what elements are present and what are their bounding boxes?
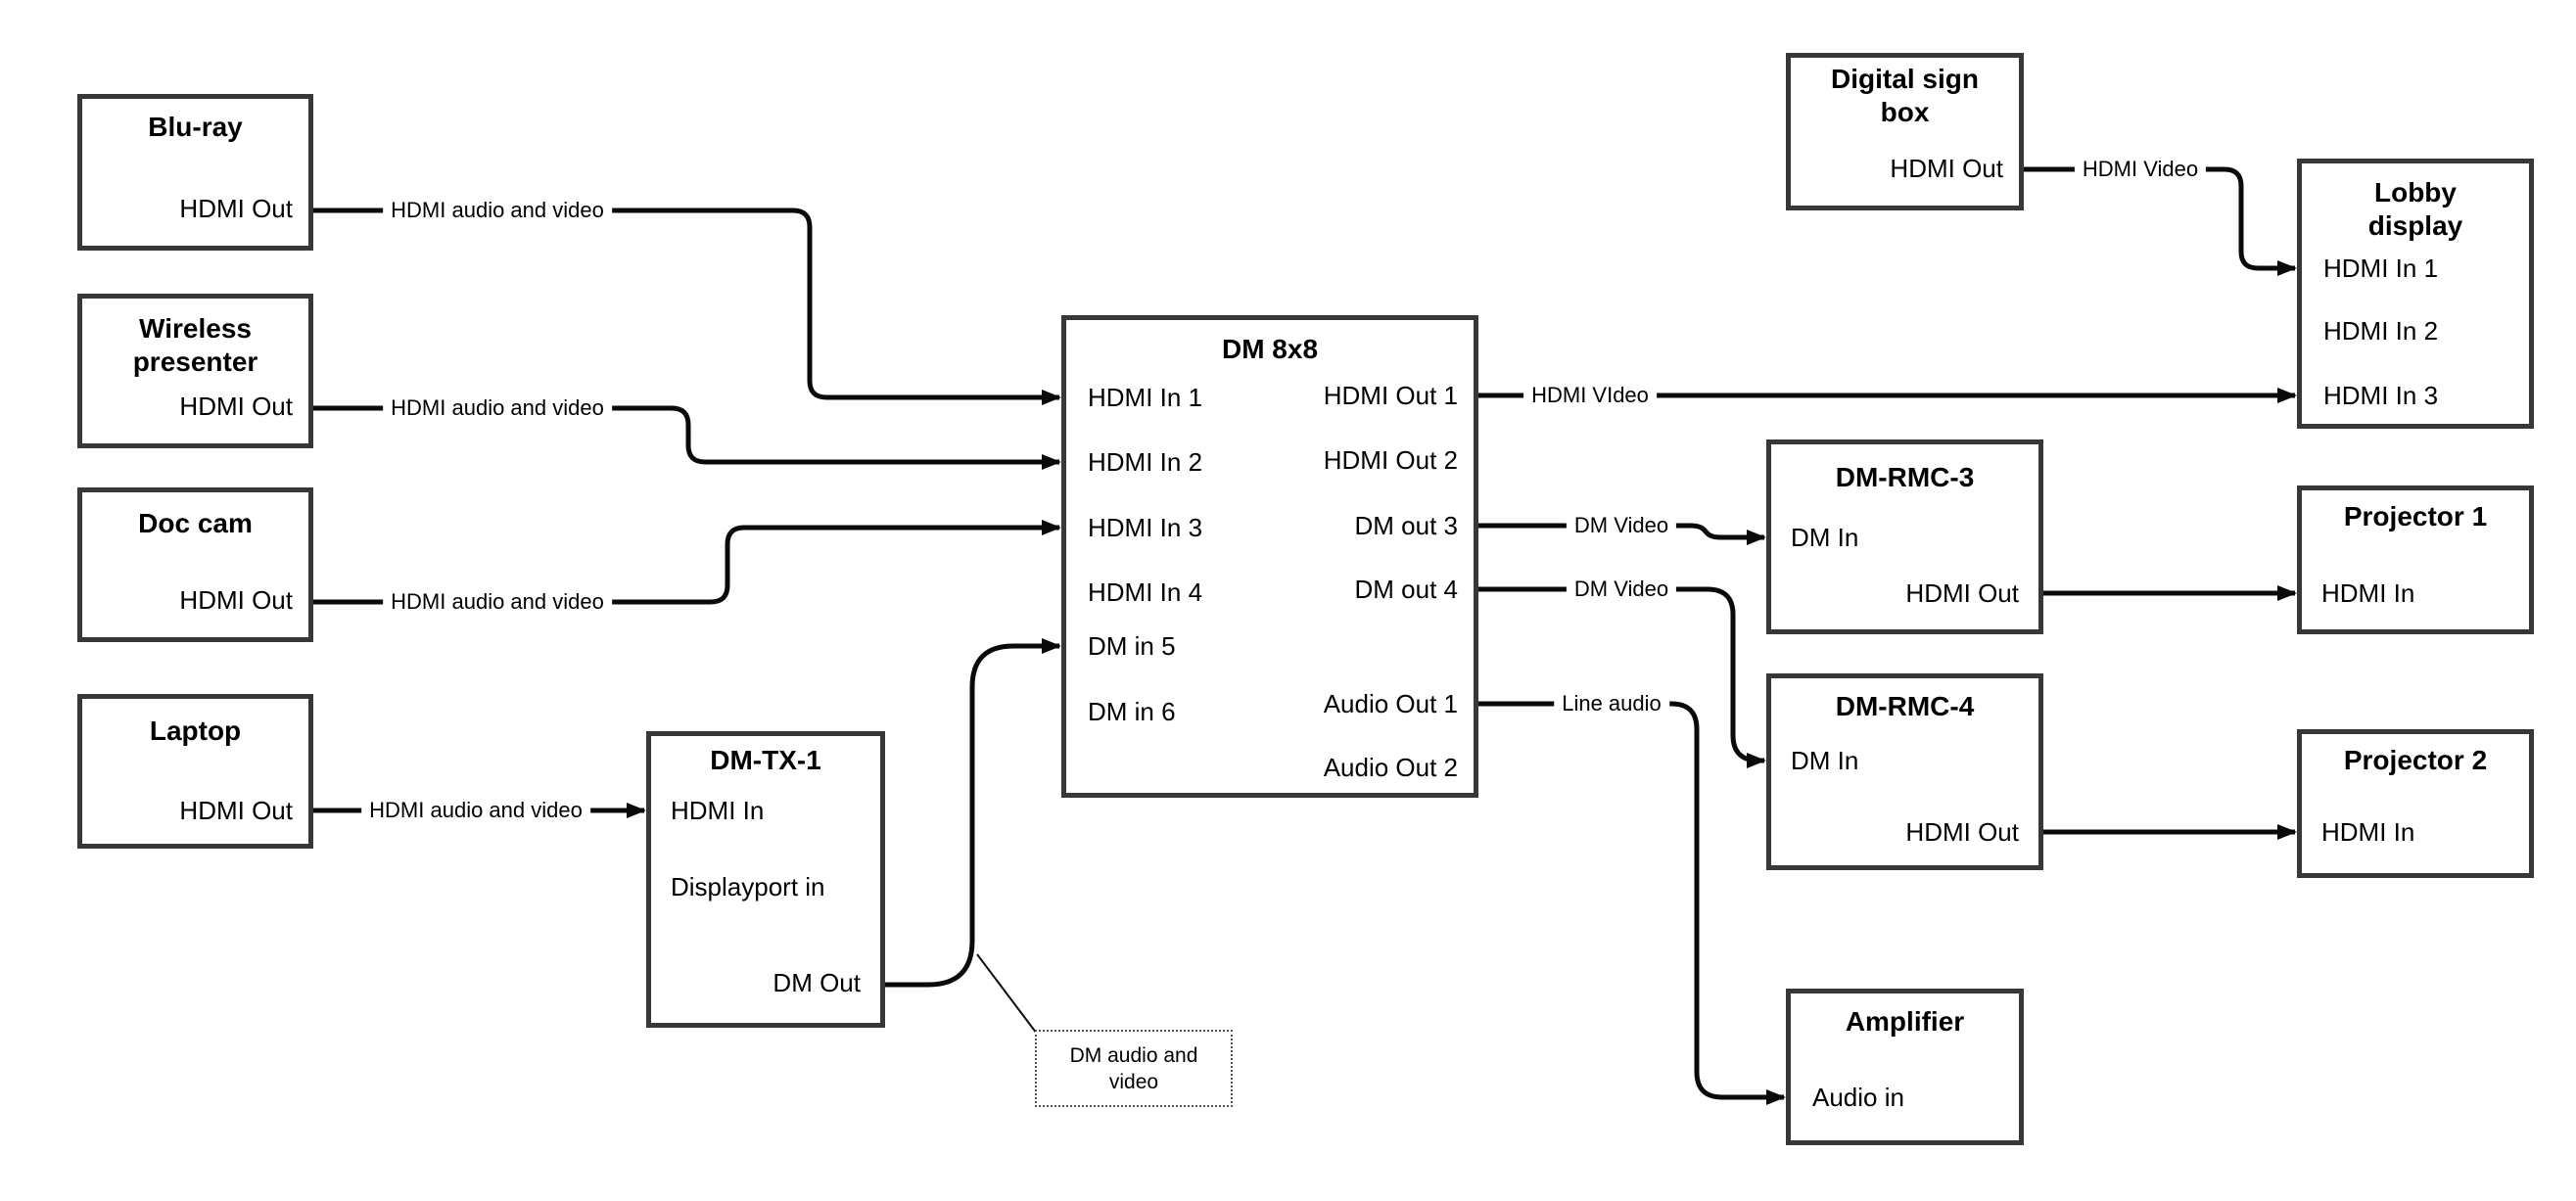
wire-label-laptop: HDMI audio and video — [361, 798, 590, 823]
node-title: presenter — [132, 346, 258, 377]
port-hdmi-out: HDMI Out — [179, 392, 293, 421]
node-title: Laptop — [149, 716, 242, 746]
node-title: DM-RMC-4 — [1835, 691, 1975, 721]
port-hdmi-out: HDMI Out — [1905, 578, 2019, 608]
port-hdmi-out-2: HDMI Out 2 — [1323, 445, 1458, 475]
port-hdmi-in-3: HDMI In 3 — [1088, 513, 1203, 542]
port-hdmi-out: HDMI Out — [1890, 154, 2003, 183]
node-dm-rmc-4: DM-RMC-4 DM In HDMI Out — [1766, 673, 2043, 870]
wire-dm8x8-out3-to-rmc3 — [1478, 523, 1767, 545]
port-hdmi-in-4: HDMI In 4 — [1088, 577, 1203, 607]
node-lobby-display: Lobby display HDMI In 1 HDMI In 2 HDMI I… — [2297, 159, 2534, 429]
node-title: DM-RMC-3 — [1835, 462, 1975, 492]
wire-label-hdmi-video-out1: HDMI VIdeo — [1523, 383, 1657, 408]
node-title: DM 8x8 — [1221, 334, 1319, 364]
port-dm-out-4: DM out 4 — [1354, 575, 1459, 604]
port-hdmi-out: HDMI Out — [179, 194, 293, 223]
node-dm-8x8: DM 8x8 HDMI In 1 HDMI In 2 HDMI In 3 HDM… — [1061, 315, 1478, 798]
wire-dm8x8-aout1-to-amp — [1478, 701, 1787, 1105]
node-title: Lobby — [2374, 177, 2457, 208]
port-audio-out-2: Audio Out 2 — [1323, 753, 1458, 782]
port-hdmi-in: HDMI In — [2321, 578, 2415, 608]
node-title: Wireless — [139, 313, 252, 344]
node-title: Amplifier — [1845, 1006, 1965, 1037]
wire-signbox-to-lobby-in1 — [2024, 166, 2298, 276]
port-dm-in-5: DM in 5 — [1088, 631, 1176, 661]
port-dm-in-6: DM in 6 — [1088, 697, 1176, 726]
wire-label-signbox-hdmi-video: HDMI Video — [2074, 157, 2207, 182]
port-hdmi-out: HDMI Out — [1905, 817, 2019, 847]
wire-label-bluray: HDMI audio and video — [383, 198, 612, 223]
node-blu-ray: Blu-ray HDMI Out — [77, 94, 313, 251]
node-doc-cam: Doc cam HDMI Out — [77, 487, 313, 642]
note-dm-audio-video: DM audio and video — [1035, 1030, 1233, 1107]
note-text-line: video — [1108, 1070, 1159, 1093]
node-projector-1: Projector 1 HDMI In — [2297, 485, 2534, 634]
node-dm-rmc-3: DM-RMC-3 DM In HDMI Out — [1766, 439, 2043, 634]
port-dm-in: DM In — [1791, 523, 1859, 552]
node-amplifier: Amplifier Audio in — [1786, 989, 2024, 1145]
port-hdmi-in-1: HDMI In 1 — [1088, 383, 1203, 412]
port-hdmi-in: HDMI In — [2321, 817, 2415, 847]
node-title: Projector 2 — [2343, 745, 2488, 775]
node-title: Projector 1 — [2343, 501, 2488, 531]
note-callout-line — [976, 953, 1041, 1039]
port-dm-in: DM In — [1791, 746, 1859, 775]
node-projector-2: Projector 2 HDMI In — [2297, 729, 2534, 878]
port-displayport-in: Displayport in — [671, 872, 825, 901]
node-title: display — [2367, 210, 2463, 241]
port-hdmi-in: HDMI In — [671, 796, 765, 825]
node-dm-tx-1: DM-TX-1 HDMI In Displayport in DM Out — [646, 731, 885, 1028]
port-hdmi-out-1: HDMI Out 1 — [1323, 381, 1458, 410]
port-hdmi-out: HDMI Out — [179, 796, 293, 825]
node-title: DM-TX-1 — [710, 745, 821, 775]
wire-wireless-to-dm8x8-in2 — [313, 405, 1062, 470]
node-title: Doc cam — [138, 508, 253, 538]
node-title: Digital sign — [1831, 64, 1979, 94]
wire-doccam-to-dm8x8-in3 — [313, 519, 1062, 605]
port-dm-out: DM Out — [773, 968, 861, 997]
node-title: box — [1880, 97, 1930, 127]
node-laptop: Laptop HDMI Out — [77, 694, 313, 849]
node-wireless-presenter: Wireless presenter HDMI Out — [77, 294, 313, 448]
wire-label-line-audio: Line audio — [1554, 691, 1669, 716]
port-hdmi-in-2: HDMI In 2 — [1088, 447, 1203, 477]
wire-label-wireless: HDMI audio and video — [383, 395, 612, 421]
port-hdmi-out: HDMI Out — [179, 585, 293, 615]
wire-dmtx1-to-dm8x8-in5 — [885, 637, 1062, 988]
wire-label-doccam: HDMI audio and video — [383, 589, 612, 615]
wire-label-dm-video-3: DM Video — [1566, 513, 1677, 538]
node-digital-sign-box: Digital sign box HDMI Out — [1786, 53, 2024, 210]
port-hdmi-in-1: HDMI In 1 — [2323, 254, 2439, 283]
note-text-line: DM audio and — [1069, 1043, 1198, 1067]
port-audio-in: Audio in — [1812, 1083, 1904, 1112]
wire-dm8x8-out4-to-rmc4 — [1478, 586, 1767, 768]
port-hdmi-in-2: HDMI In 2 — [2323, 316, 2439, 346]
wire-bluray-to-dm8x8-in1 — [313, 208, 1062, 405]
node-title: Blu-ray — [148, 112, 243, 142]
port-audio-out-1: Audio Out 1 — [1323, 689, 1458, 718]
wire-label-dm-video-4: DM Video — [1566, 577, 1677, 602]
port-hdmi-in-3: HDMI In 3 — [2323, 381, 2439, 410]
port-dm-out-3: DM out 3 — [1354, 511, 1459, 540]
